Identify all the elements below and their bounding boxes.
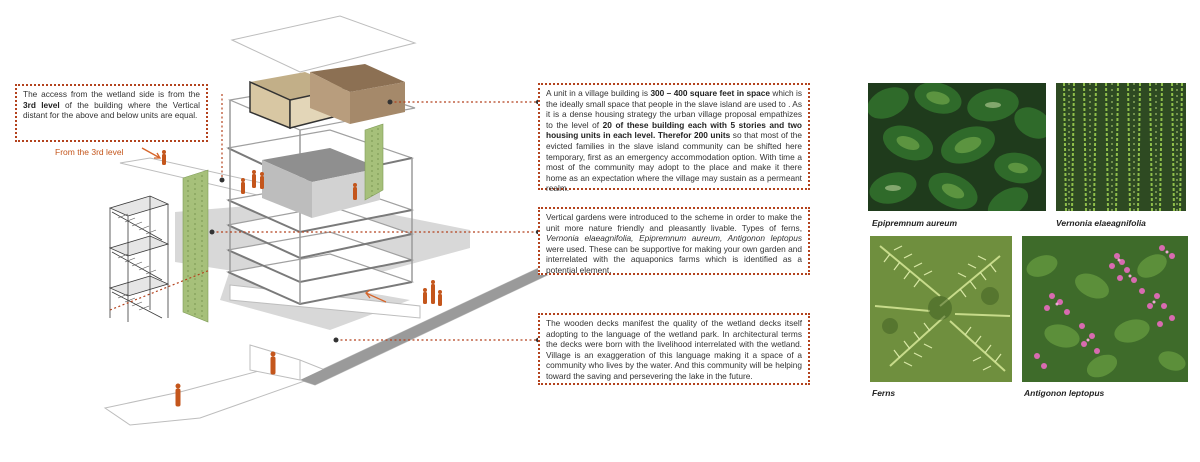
plant-caption: Ferns: [872, 388, 896, 398]
plant-caption: Vernonia elaeagnifolia: [1056, 218, 1146, 228]
grey-unit: [262, 148, 380, 218]
from-3rd-level-label: From the 3rd level: [55, 147, 124, 157]
plant-photo-epipremnum: [868, 83, 1046, 211]
callout-text: so that most of the evicted families in …: [546, 130, 803, 194]
green-wall-texture: [187, 128, 379, 318]
plant-caption: Epipremnum aureum: [872, 218, 958, 228]
people-figures: [162, 150, 442, 407]
axonometric-building-diagram: [103, 15, 577, 426]
callout-bold-text: 20 of these building each with 5 stories…: [546, 119, 802, 141]
callout-wooden-decks: The wooden decks manifest the quality of…: [538, 313, 810, 385]
callout-text: The access from the wetland side is from…: [23, 89, 200, 99]
callout-text: A unit in a village building is: [546, 88, 651, 98]
callout-bold-text: 3rd level: [23, 99, 60, 110]
callout-text: were used. These can be supportive for m…: [546, 243, 802, 275]
leader-lines: [109, 94, 538, 341]
brown-unit: [310, 64, 405, 124]
callout-text: of the building where the Vertical dista…: [23, 99, 200, 121]
green-wall: [182, 123, 384, 323]
callout-text: Vertical gardens were introduced to the …: [546, 212, 802, 233]
walkway-edge: [300, 258, 575, 385]
plant-photo-antigonon: [1022, 236, 1188, 382]
callout-bold-text: 300 – 400 square feet in space: [650, 88, 770, 98]
callout-text: The wooden decks manifest the quality of…: [546, 318, 802, 381]
staircase: [108, 195, 170, 322]
plant-caption: Antigonon leptopus: [1024, 388, 1105, 398]
callout-unit-size: A unit in a village building is 300 – 40…: [538, 83, 810, 194]
plant-photo-ferns: [870, 236, 1012, 382]
stair-treads: [117, 213, 157, 311]
plant-photo-vernonia: [1056, 83, 1186, 211]
callout-text: which is the ideally small space that pe…: [546, 88, 802, 130]
roof-slab: [230, 15, 417, 73]
callout-vertical-gardens: Vertical gardens were introduced to the …: [538, 207, 810, 275]
callout-italic-text: Vernonia elaeagnifolia, Epipremnum aureu…: [546, 233, 802, 244]
callout-wetland-access: The access from the wetland side is from…: [15, 84, 208, 142]
direction-arrows: [141, 147, 387, 303]
